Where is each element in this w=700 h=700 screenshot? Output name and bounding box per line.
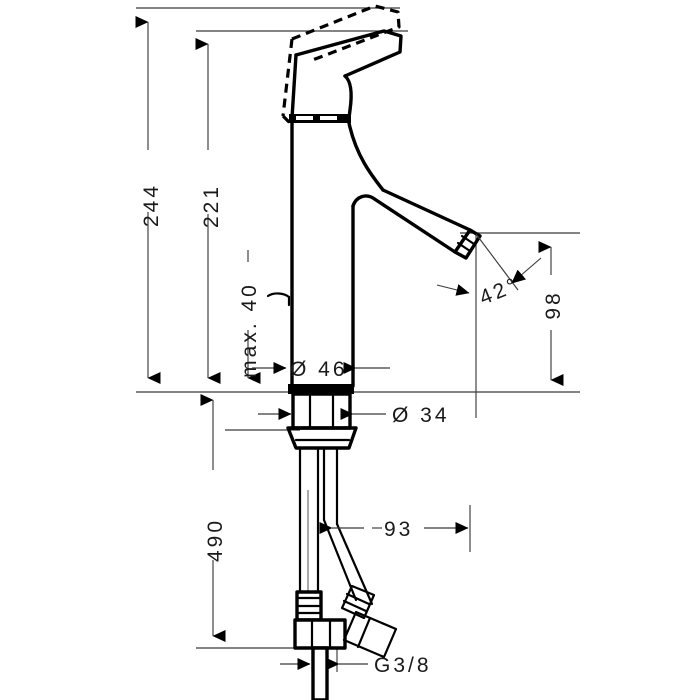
spout-projection-label: 98	[542, 290, 565, 319]
spout-height-label: 221	[200, 184, 223, 228]
dimension-d46: Ø 46	[252, 358, 390, 381]
lever-raised-dashed	[281, 4, 401, 125]
dimension-98: 98	[538, 241, 565, 386]
fixing-shank	[291, 392, 352, 430]
dimension-244: 244	[135, 16, 163, 384]
dimension-93: 93	[319, 518, 469, 541]
faucet-body-drawing	[266, 4, 482, 700]
cartridge-head	[290, 53, 353, 120]
fixing-nut	[286, 426, 358, 450]
shank-diameter-label: Ø 34	[392, 404, 450, 427]
dimension-max40: max. 40	[238, 250, 261, 384]
dimension-221: 221	[195, 38, 223, 384]
tail-pipe	[311, 646, 329, 700]
dimension-g38: G3/8	[280, 654, 432, 677]
popup-rod-detail	[266, 292, 291, 307]
lever-clearance-label: max. 40	[238, 282, 261, 378]
hose-crimp-right	[340, 584, 376, 620]
lever-handle	[294, 29, 403, 78]
trim-ring	[289, 114, 351, 123]
spout-angle-label: 42°	[476, 273, 522, 310]
thread-size-label: G3/8	[374, 654, 432, 677]
overall-height-label: 244	[140, 183, 163, 227]
hex-connector-right	[342, 610, 398, 659]
outlet-offset-label: 93	[384, 518, 413, 541]
mounting-base	[288, 384, 354, 394]
extension-lines	[136, 7, 580, 672]
hose-length-label: 490	[204, 518, 227, 562]
hose-crimp-left	[295, 590, 323, 622]
dimension-d34: Ø 34	[258, 404, 450, 427]
dimension-490: 490	[200, 394, 227, 642]
dimension-42deg: 42°	[436, 233, 542, 310]
hex-connector-left	[293, 618, 347, 650]
spout-arm	[351, 188, 472, 388]
faucet-column	[290, 121, 385, 388]
base-diameter-label: Ø 46	[290, 358, 348, 381]
